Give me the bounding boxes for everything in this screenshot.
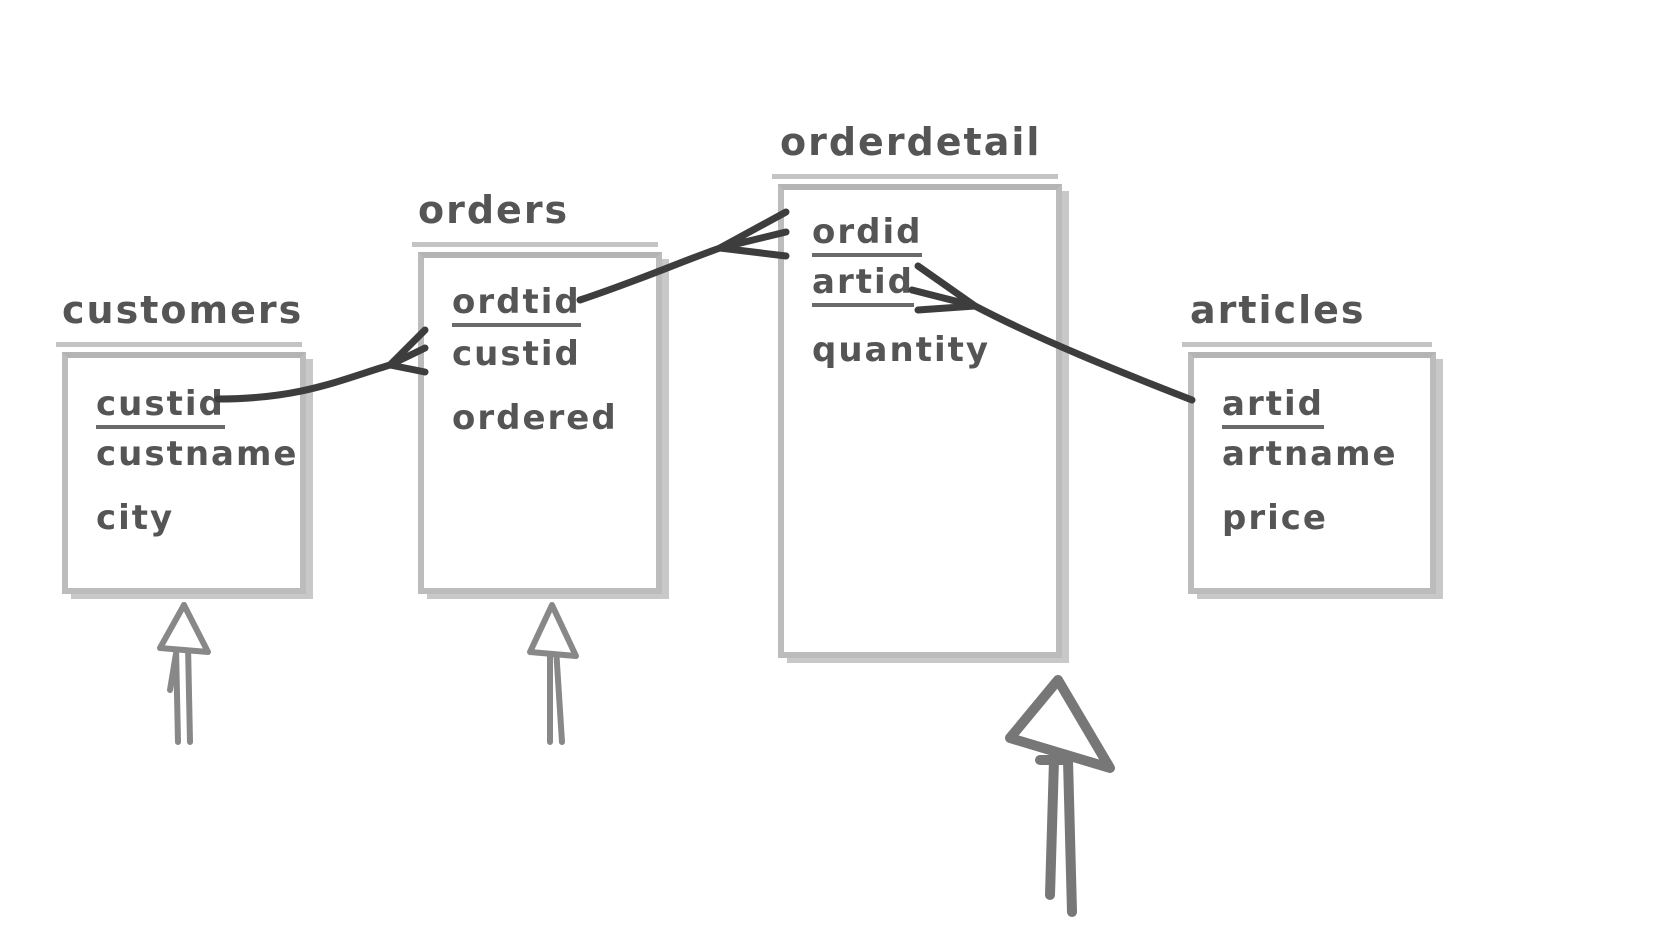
- field-ordtid: ordtid: [452, 282, 581, 327]
- field-custname: custname: [96, 434, 299, 474]
- up-arrow-icon: [157, 602, 211, 745]
- field-custid: custid: [96, 384, 225, 429]
- table-title-orderdetail: orderdetail: [780, 120, 1042, 164]
- table-orderdetail[interactable]: ordid artid quantity: [772, 174, 1062, 658]
- table-title-orders: orders: [418, 188, 570, 232]
- crows-foot-orderdetail-ordid: [716, 208, 790, 260]
- field-artid: artid: [1222, 384, 1324, 429]
- table-articles[interactable]: artid artname price: [1182, 342, 1436, 594]
- crows-foot-orders: [386, 326, 429, 376]
- field-artname: artname: [1222, 434, 1398, 474]
- relation-line-orders-orderdetail: [576, 244, 724, 304]
- field-city: city: [96, 498, 175, 538]
- field-ordered: ordered: [452, 398, 618, 438]
- field-artid-fk: artid: [812, 262, 914, 307]
- table-orders[interactable]: ordtid custid ordered: [412, 242, 662, 594]
- relation-line-customers-orders: [214, 361, 394, 403]
- field-quantity: quantity: [812, 330, 991, 370]
- up-arrow-icon: [527, 602, 579, 745]
- crows-foot-orderdetail-artid: [908, 262, 979, 314]
- table-customers[interactable]: custid custname city: [56, 342, 306, 594]
- field-custid-fk: custid: [452, 334, 581, 374]
- field-price: price: [1222, 498, 1328, 538]
- relation-line-articles-orderdetail: [971, 302, 1196, 404]
- table-title-customers: customers: [62, 288, 304, 332]
- table-title-articles: articles: [1190, 288, 1366, 332]
- field-ordid: ordid: [812, 212, 923, 257]
- up-arrow-icon: [1005, 675, 1115, 917]
